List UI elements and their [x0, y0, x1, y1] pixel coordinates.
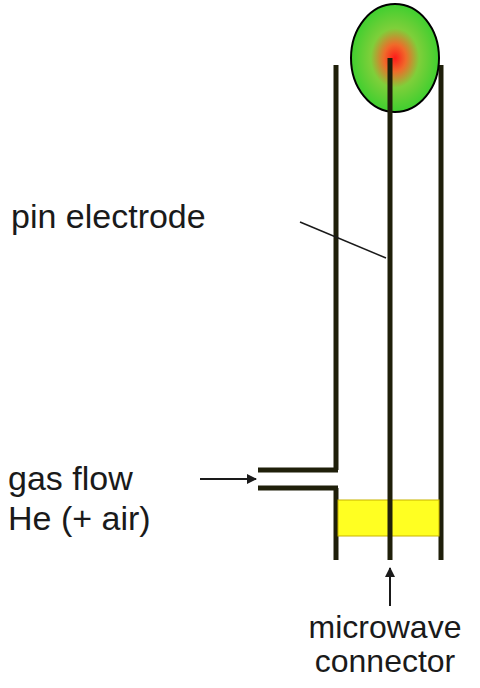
gas-inlet-wall: [258, 468, 338, 473]
tube-wall-right: [439, 65, 444, 560]
gas-inlet-wall: [258, 486, 338, 491]
pin-electrode: [388, 58, 393, 560]
connector-arrow: [389, 568, 391, 606]
connector-label: microwave connector: [300, 610, 470, 678]
tube-wall-left: [334, 65, 339, 470]
leader-line: [300, 222, 386, 258]
part-label: pin electrode: [11, 196, 291, 236]
plasma-plume: [351, 4, 439, 112]
gas-label: gas flow He (+ air): [8, 458, 173, 538]
gas-flow-arrow: [200, 478, 256, 480]
